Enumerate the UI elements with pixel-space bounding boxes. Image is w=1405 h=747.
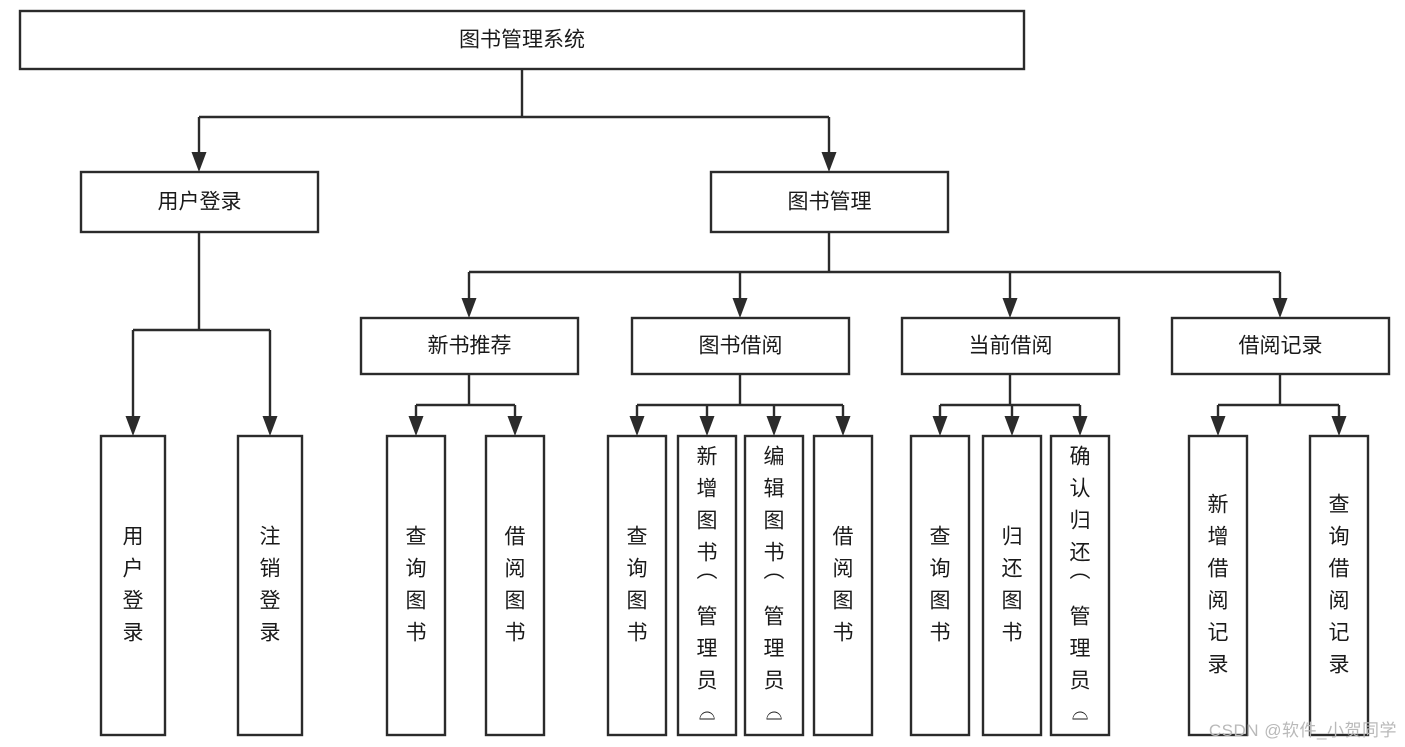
node-root-图书管理系统[interactable]: 图书管理系统	[18, 9, 1026, 71]
arrow-head-icon	[766, 416, 782, 436]
edges-books-to-level2	[461, 232, 1288, 318]
node-l2-新书推荐[interactable]: 新书推荐	[359, 316, 580, 376]
edges-borrow-to-leaves	[629, 374, 851, 436]
node-root-图书管理系统-label: 图书管理系统	[459, 29, 585, 52]
node-leaf-6-编辑图书管理员-box[interactable]	[743, 434, 805, 737]
node-leaf-9-归还图书[interactable]: 归还图书	[981, 434, 1043, 737]
node-leaf-5-新增图书管理员-label: 新增图书⌒管理员⌓	[697, 446, 718, 725]
arrow-head-icon	[262, 416, 278, 436]
node-leaf-7-借阅图书[interactable]: 借阅图书	[812, 434, 874, 737]
node-leaf-1-注销登录[interactable]: 注销登录	[236, 434, 304, 737]
node-leaf-7-借阅图书-label: 借阅图书	[833, 526, 854, 645]
node-leaf-0-用户登录[interactable]: 用户登录	[99, 434, 167, 737]
arrow-head-icon	[1331, 416, 1347, 436]
node-l1-用户登录[interactable]: 用户登录	[79, 170, 320, 234]
node-leaf-12-查询借阅记录[interactable]: 查询借阅记录	[1308, 434, 1370, 737]
arrow-head-icon	[507, 416, 523, 436]
node-l2-借阅记录-box[interactable]	[1170, 316, 1391, 376]
node-l2-当前借阅-box[interactable]	[900, 316, 1121, 376]
node-l2-借阅记录[interactable]: 借阅记录	[1170, 316, 1391, 376]
node-leaf-1-注销登录-box[interactable]	[236, 434, 304, 737]
arrow-head-icon	[629, 416, 645, 436]
node-leaf-0-用户登录-label: 用户登录	[123, 526, 144, 645]
node-leaf-8-查询图书-label: 查询图书	[930, 526, 951, 645]
node-leaf-2-查询图书-label: 查询图书	[406, 526, 427, 645]
arrow-head-icon	[1072, 416, 1088, 436]
node-l2-当前借阅-label: 当前借阅	[969, 335, 1053, 358]
node-leaf-2-查询图书-box[interactable]	[385, 434, 447, 737]
edges-root-to-level1	[191, 69, 837, 172]
node-leaf-9-归还图书-box[interactable]	[981, 434, 1043, 737]
arrow-head-icon	[1002, 298, 1018, 318]
node-l1-图书管理[interactable]: 图书管理	[709, 170, 950, 234]
node-leaf-4-查询图书-box[interactable]	[606, 434, 668, 737]
node-leaf-1-注销登录-label: 注销登录	[260, 526, 281, 645]
arrow-head-icon	[408, 416, 424, 436]
node-leaf-7-借阅图书-box[interactable]	[812, 434, 874, 737]
arrow-head-icon	[699, 416, 715, 436]
node-leaf-12-查询借阅记录-box[interactable]	[1308, 434, 1370, 737]
arrow-head-icon	[1004, 416, 1020, 436]
node-l1-图书管理-label: 图书管理	[788, 191, 872, 214]
node-leaf-3-借阅图书-box[interactable]	[484, 434, 546, 737]
node-l2-新书推荐-label: 新书推荐	[428, 335, 512, 358]
node-leaf-3-借阅图书-label: 借阅图书	[505, 526, 526, 645]
node-leaf-3-借阅图书[interactable]: 借阅图书	[484, 434, 546, 737]
node-leaf-11-新增借阅记录-box[interactable]	[1187, 434, 1249, 737]
edges-current-to-leaves	[932, 374, 1088, 436]
node-leaf-4-查询图书[interactable]: 查询图书	[606, 434, 668, 737]
arrow-head-icon	[461, 298, 477, 318]
node-l2-当前借阅[interactable]: 当前借阅	[900, 316, 1121, 376]
node-leaf-10-确认归还管理员-label: 确认归还⌒管理员⌓	[1070, 446, 1091, 725]
node-leaf-8-查询图书-box[interactable]	[909, 434, 971, 737]
arrow-head-icon	[125, 416, 141, 436]
arrow-head-icon	[1272, 298, 1288, 318]
node-l1-用户登录-label: 用户登录	[158, 191, 242, 214]
node-l1-图书管理-box[interactable]	[709, 170, 950, 234]
node-leaf-6-编辑图书管理员[interactable]: 编辑图书⌒管理员⌓	[743, 434, 805, 737]
node-l1-用户登录-box[interactable]	[79, 170, 320, 234]
node-leaf-6-编辑图书管理员-label: 编辑图书⌒管理员⌓	[764, 446, 785, 725]
node-l2-新书推荐-box[interactable]	[359, 316, 580, 376]
edges-record-to-leaves	[1210, 374, 1347, 436]
node-leaf-10-确认归还管理员[interactable]: 确认归还⌒管理员⌓	[1049, 434, 1111, 737]
node-leaf-5-新增图书管理员[interactable]: 新增图书⌒管理员⌓	[676, 434, 738, 737]
node-leaf-9-归还图书-label: 归还图书	[1002, 526, 1023, 645]
node-l2-借阅记录-label: 借阅记录	[1239, 335, 1323, 358]
node-l2-图书借阅[interactable]: 图书借阅	[630, 316, 851, 376]
arrow-head-icon	[932, 416, 948, 436]
node-leaf-5-新增图书管理员-box[interactable]	[676, 434, 738, 737]
node-leaf-8-查询图书[interactable]: 查询图书	[909, 434, 971, 737]
arrow-head-icon	[1210, 416, 1226, 436]
connector-layer	[125, 69, 1347, 436]
arrow-head-icon	[835, 416, 851, 436]
node-leaf-11-新增借阅记录[interactable]: 新增借阅记录	[1187, 434, 1249, 737]
node-layer: 图书管理系统用户登录图书管理新书推荐图书借阅当前借阅借阅记录用户登录注销登录查询…	[18, 9, 1391, 737]
edges-newbook-to-leaves	[408, 374, 523, 436]
node-leaf-11-新增借阅记录-label: 新增借阅记录	[1208, 494, 1229, 677]
node-leaf-10-确认归还管理员-box[interactable]	[1049, 434, 1111, 737]
node-leaf-12-查询借阅记录-label: 查询借阅记录	[1329, 494, 1350, 677]
arrow-head-icon	[732, 298, 748, 318]
edges-login-to-leaves	[125, 232, 278, 436]
arrow-head-icon	[821, 152, 837, 172]
node-leaf-2-查询图书[interactable]: 查询图书	[385, 434, 447, 737]
node-l2-图书借阅-label: 图书借阅	[699, 335, 783, 358]
node-l2-图书借阅-box[interactable]	[630, 316, 851, 376]
arrow-head-icon	[191, 152, 207, 172]
node-leaf-4-查询图书-label: 查询图书	[627, 526, 648, 645]
node-root-图书管理系统-box[interactable]	[18, 9, 1026, 71]
node-leaf-0-用户登录-box[interactable]	[99, 434, 167, 737]
